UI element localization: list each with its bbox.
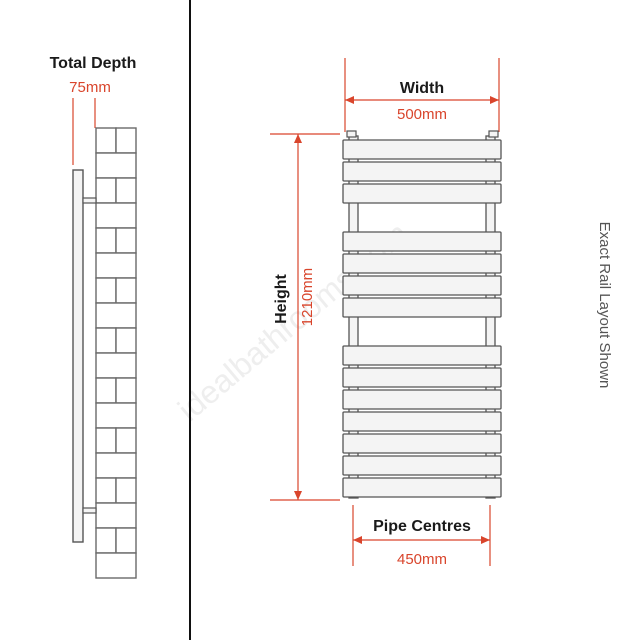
brick	[95, 152, 137, 179]
brick	[115, 377, 137, 404]
total-depth-label: Total Depth	[50, 55, 137, 72]
brick	[115, 327, 137, 354]
rail-bar-5	[342, 253, 502, 274]
rail-bar-10	[342, 389, 502, 410]
brick	[95, 227, 117, 254]
brick	[115, 277, 137, 304]
total-depth-value: 75mm	[69, 79, 111, 96]
pipe-cap-left	[346, 130, 357, 138]
rail-bar-12	[342, 433, 502, 454]
rail-bar-1	[342, 139, 502, 160]
brick	[95, 127, 117, 154]
brick	[95, 402, 137, 429]
brick	[95, 202, 137, 229]
pipe-centres-value: 450mm	[397, 551, 447, 568]
brick	[95, 277, 117, 304]
wall-bracket-bottom	[82, 507, 97, 514]
pipe-centres-arrow-right	[481, 536, 490, 544]
rail-bar-8	[342, 345, 502, 366]
brick	[95, 502, 137, 529]
width-arrow-right	[490, 96, 499, 104]
brick	[95, 377, 117, 404]
rail-bar-13	[342, 455, 502, 476]
rail-bar-4	[342, 231, 502, 252]
width-arrow-left	[345, 96, 354, 104]
brick	[115, 477, 137, 504]
wall-bracket-top	[82, 197, 97, 204]
brick	[95, 427, 117, 454]
brick	[95, 452, 137, 479]
brick	[95, 252, 137, 279]
brick	[95, 302, 137, 329]
width-label: Width	[400, 80, 444, 97]
width-value: 500mm	[397, 106, 447, 123]
brick	[95, 527, 117, 554]
brick	[95, 477, 117, 504]
brick	[95, 327, 117, 354]
brick	[115, 177, 137, 204]
brick-wall	[95, 127, 137, 579]
rail-bar-9	[342, 367, 502, 388]
brick	[115, 427, 137, 454]
height-label: Height	[273, 273, 290, 323]
brick	[115, 127, 137, 154]
brick	[115, 527, 137, 554]
height-arrow-top	[294, 134, 302, 143]
rail-bar-11	[342, 411, 502, 432]
rail-bar-7	[342, 297, 502, 318]
rail-bar-14	[342, 477, 502, 498]
height-value: 1210mm	[299, 268, 316, 326]
rail-bar-6	[342, 275, 502, 296]
rail-bar-3	[342, 183, 502, 204]
brick	[95, 352, 137, 379]
brick	[95, 552, 137, 579]
brick	[115, 227, 137, 254]
exact-rail-layout-note: Exact Rail Layout Shown	[596, 222, 613, 389]
pipe-centres-arrow-left	[353, 536, 362, 544]
pipe-centres-label: Pipe Centres	[373, 518, 471, 535]
radiator-front	[342, 130, 502, 499]
brick	[95, 177, 117, 204]
rail-bar-2	[342, 161, 502, 182]
pipe-cap-right	[488, 130, 499, 138]
height-arrow-bottom	[294, 491, 302, 500]
radiator-side-profile	[72, 169, 84, 543]
